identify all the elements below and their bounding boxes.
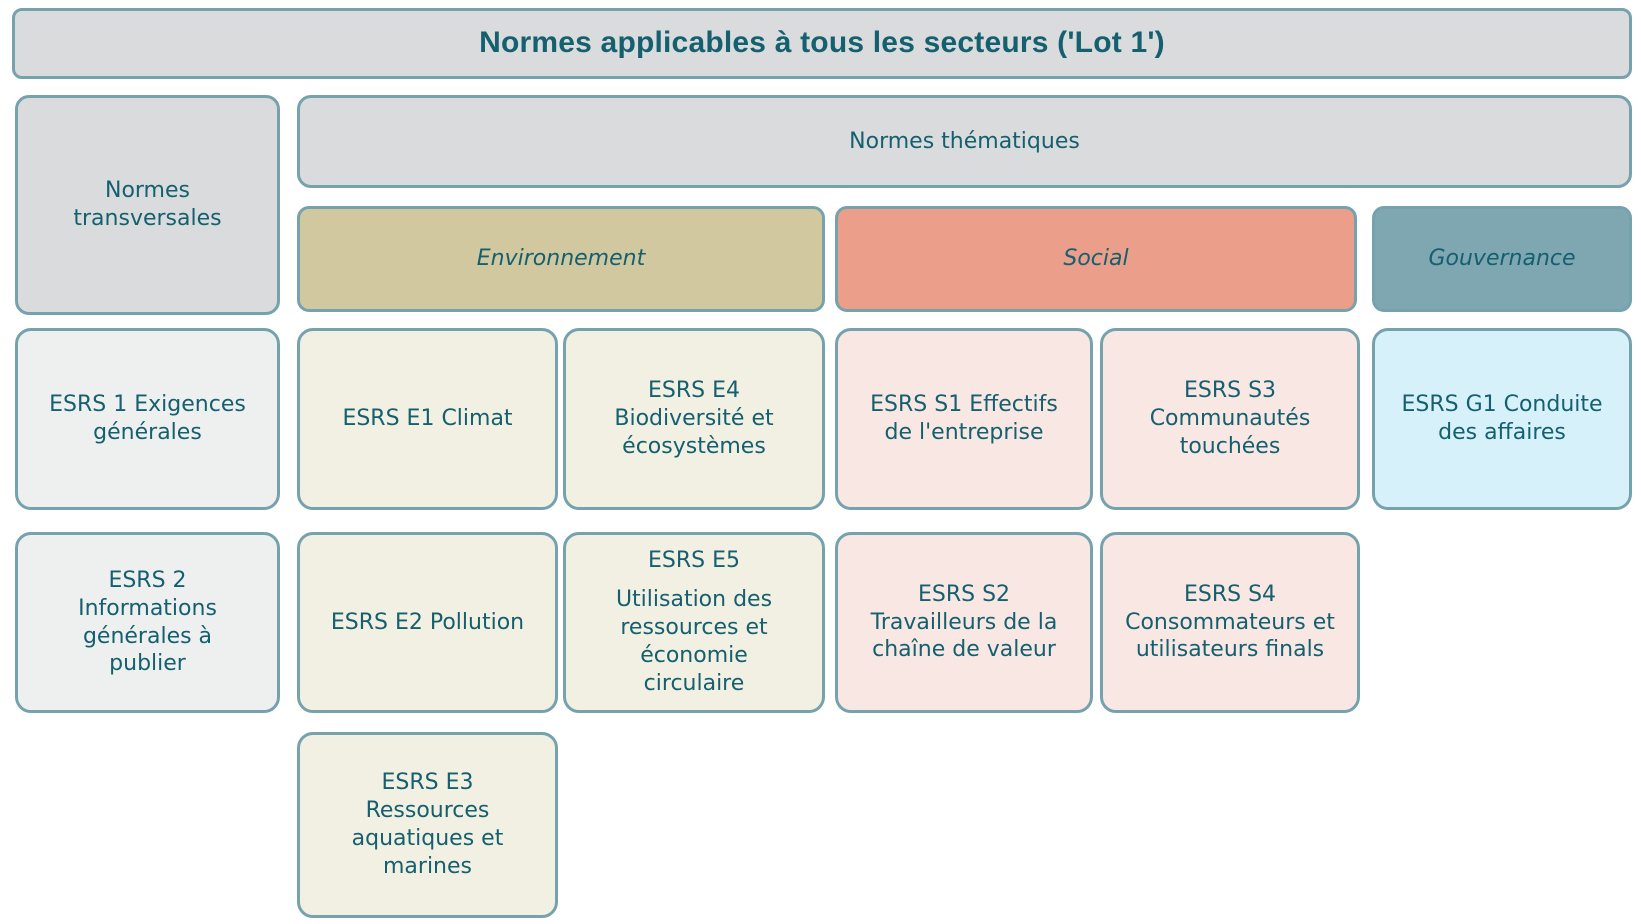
card-esrs-g1-label: ESRS G1 Conduite des affaires: [1401, 392, 1603, 445]
card-esrs-e5: ESRS E5 Utilisation des ressources et éc…: [563, 532, 825, 713]
card-esrs-g1: ESRS G1 Conduite des affaires: [1372, 328, 1632, 510]
card-esrs-e2-label: ESRS E2 Pollution: [330, 609, 525, 635]
card-esrs-s3: ESRS S3 Communautés touchées: [1100, 328, 1360, 510]
thematic-standards-label: Normes thématiques: [849, 128, 1080, 154]
category-environment-label: Environnement: [476, 246, 646, 272]
card-esrs-e3: ESRS E3 Ressources aquatiques et marines: [297, 732, 558, 918]
card-esrs-s1-label: ESRS S1 Effectifs de l'entreprise: [870, 392, 1058, 445]
card-esrs-1-label: ESRS 1 Exigences générales: [49, 392, 246, 445]
card-esrs-e5-body: Utilisation des ressources et économie c…: [615, 587, 773, 696]
card-esrs-s2: ESRS S2 Travailleurs de la chaîne de val…: [835, 532, 1093, 713]
card-esrs-e1-label: ESRS E1 Climat: [342, 406, 513, 432]
card-esrs-s4-label: ESRS S4 Consommateurs et utilisateurs fi…: [1125, 581, 1335, 663]
category-social-label: Social: [1063, 246, 1129, 272]
category-social: Social: [835, 206, 1357, 312]
thematic-standards-header: Normes thématiques: [297, 95, 1632, 188]
card-esrs-2: ESRS 2 Informations générales à publier: [15, 532, 280, 713]
transversal-standards-label: Normes transversales: [73, 178, 222, 231]
card-esrs-e5-label: ESRS E5: [647, 548, 740, 574]
category-governance-label: Gouvernance: [1428, 246, 1576, 272]
card-esrs-e1: ESRS E1 Climat: [297, 328, 558, 510]
title-banner-label: Normes applicables à tous les secteurs (…: [479, 26, 1165, 60]
transversal-standards-header: Normes transversales: [15, 95, 280, 315]
card-esrs-e4: ESRS E4 Biodiversité et écosystèmes: [563, 328, 825, 510]
category-governance: Gouvernance: [1372, 206, 1632, 312]
card-esrs-e2: ESRS E2 Pollution: [297, 532, 558, 713]
card-esrs-s4: ESRS S4 Consommateurs et utilisateurs fi…: [1100, 532, 1360, 713]
card-esrs-s2-label: ESRS S2 Travailleurs de la chaîne de val…: [870, 581, 1058, 663]
title-banner: Normes applicables à tous les secteurs (…: [12, 8, 1632, 79]
card-esrs-1: ESRS 1 Exigences générales: [15, 328, 280, 510]
card-esrs-e4-label: ESRS E4 Biodiversité et écosystèmes: [614, 378, 774, 459]
category-environment: Environnement: [297, 206, 825, 312]
card-esrs-2-label: ESRS 2 Informations générales à publier: [78, 567, 217, 677]
card-esrs-e3-label: ESRS E3 Ressources aquatiques et marines: [351, 770, 504, 879]
card-esrs-s3-label: ESRS S3 Communautés touchées: [1149, 378, 1311, 459]
card-esrs-s1: ESRS S1 Effectifs de l'entreprise: [835, 328, 1093, 510]
